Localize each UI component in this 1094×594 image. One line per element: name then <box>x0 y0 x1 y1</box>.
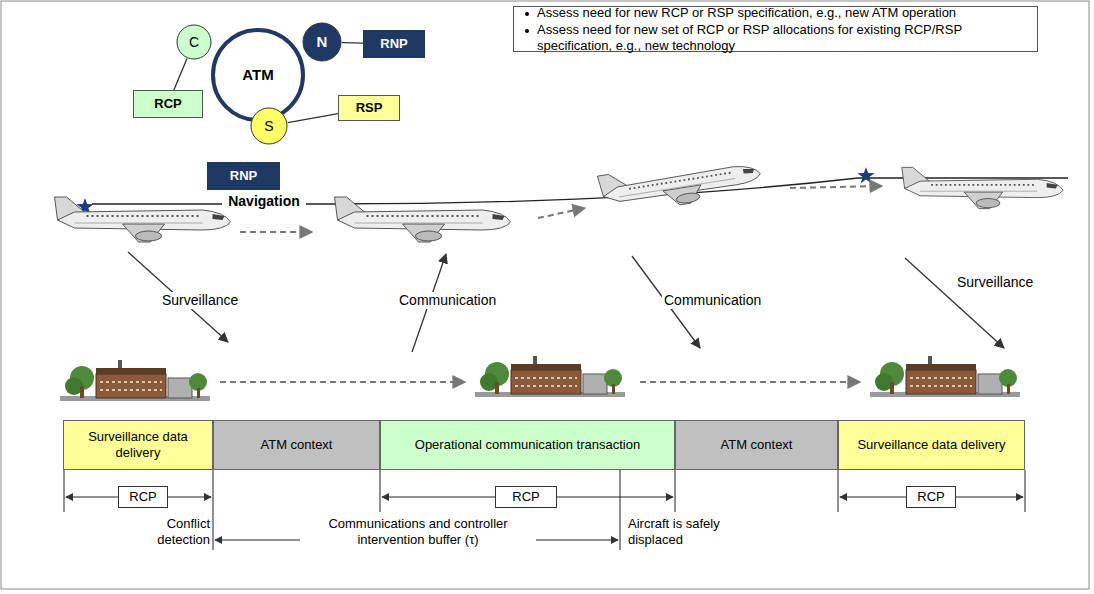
node-text: N <box>317 33 328 51</box>
rsp-callout: RSP <box>338 95 400 121</box>
rnp-callout: RNP <box>363 30 425 58</box>
node-text: RNP <box>226 168 261 184</box>
link-label: Surveillance <box>955 274 1059 291</box>
node-text: RCP <box>913 489 948 505</box>
node-text: RCP <box>125 489 160 505</box>
surveillance-phase: Surveillance data delivery <box>838 420 1025 470</box>
node-text: Surveillance data delivery <box>63 429 213 460</box>
communication-phase: Operational communication transaction <box>380 420 675 470</box>
buffer-label: Communications and controller interventi… <box>300 516 536 547</box>
node-text: RNP <box>376 36 411 52</box>
node-text: ATM context <box>256 437 336 453</box>
link-label: Communication <box>662 292 776 309</box>
atm-ring: ATM <box>210 27 306 123</box>
node-text: ATM context <box>716 437 796 453</box>
callout-connector <box>288 114 338 123</box>
s-circle: S <box>250 107 288 145</box>
rnp-box: RNP <box>207 162 280 190</box>
node-text: Assess need for new set of RCP or RSP al… <box>537 22 1028 53</box>
node-text: S <box>264 118 273 135</box>
node-text: Operational communication transaction <box>411 437 644 453</box>
navigation-label: Navigation <box>222 193 306 210</box>
node-text: RCP <box>508 489 543 505</box>
bullet-item: Assess need for new set of RCP or RSP al… <box>523 22 1028 53</box>
c-circle: C <box>176 24 212 60</box>
bullet-dot <box>525 29 529 33</box>
link-label: Surveillance <box>160 292 264 309</box>
callout-connector <box>342 42 363 44</box>
surveillance-phase: Surveillance data delivery <box>63 420 213 470</box>
node-text: ATM <box>242 66 273 84</box>
link-label: Communication <box>397 292 511 309</box>
callout-connector <box>174 59 187 90</box>
atm-context-phase: ATM context <box>675 420 838 470</box>
bullet-item: Assess need for new RCP or RSP specifica… <box>523 5 1028 21</box>
n-circle: N <box>302 22 342 62</box>
rcp-span-box: RCP <box>118 486 168 508</box>
bullet-dot <box>525 12 529 16</box>
node-text: C <box>189 34 199 51</box>
event-label: Aircraft is safely displaced <box>626 516 740 547</box>
rcp-span-box: RCP <box>495 486 557 508</box>
node-text: Assess need for new RCP or RSP specifica… <box>537 5 956 21</box>
atm-context-phase: ATM context <box>213 420 380 470</box>
node-text: RCP <box>150 96 185 112</box>
rcp-span-box: RCP <box>906 486 956 508</box>
event-label: Conflict detection <box>128 516 212 547</box>
rcp-callout: RCP <box>133 90 203 118</box>
node-text: RSP <box>352 100 387 116</box>
node-text: Surveillance data delivery <box>853 437 1009 453</box>
note-box: Assess need for new RCP or RSP specifica… <box>513 6 1038 52</box>
